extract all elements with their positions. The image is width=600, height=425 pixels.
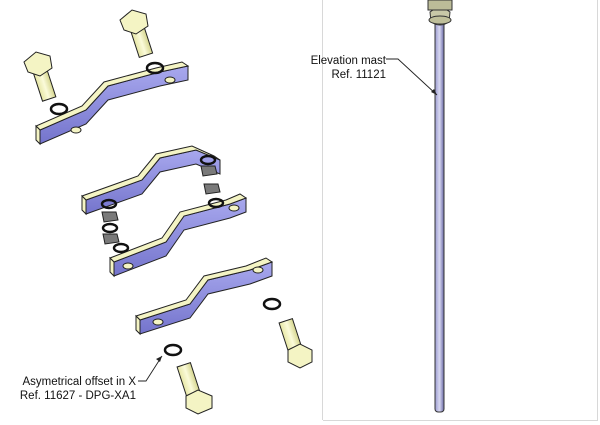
elevation-mast-name: Elevation mast — [310, 55, 386, 67]
bracket-middle-upper — [81, 145, 221, 216]
bolt-top-right — [119, 9, 154, 59]
nut-stack-right — [199, 154, 225, 209]
washer-3 — [262, 297, 282, 311]
washer-4 — [163, 343, 183, 357]
bracket-top — [35, 61, 190, 146]
right-panel — [323, 0, 598, 421]
left-panel — [322, 0, 323, 420]
offset-label: Asymetrical offset in X Ref. 11627 - DPG… — [0, 375, 136, 403]
bracket-bottom — [135, 257, 274, 336]
bracket-middle-lower — [109, 193, 248, 278]
nut-stack-left — [100, 198, 130, 254]
mast-leader-line — [386, 58, 438, 96]
bolt-top-left — [23, 51, 57, 102]
bolt-bottom-right — [278, 318, 313, 369]
offset-leader-line — [138, 355, 163, 382]
washer-1 — [49, 102, 69, 116]
elevation-mast-label: Elevation mast Ref. 11121 — [282, 54, 386, 82]
elevation-mast — [427, 0, 453, 413]
offset-name: Asymetrical offset in X — [22, 376, 136, 388]
elevation-mast-ref: Ref. 11121 — [331, 69, 386, 81]
washer-2 — [145, 61, 165, 75]
bolt-bottom-left — [176, 362, 213, 415]
offset-ref: Ref. 11627 - DPG-XA1 — [19, 390, 136, 402]
